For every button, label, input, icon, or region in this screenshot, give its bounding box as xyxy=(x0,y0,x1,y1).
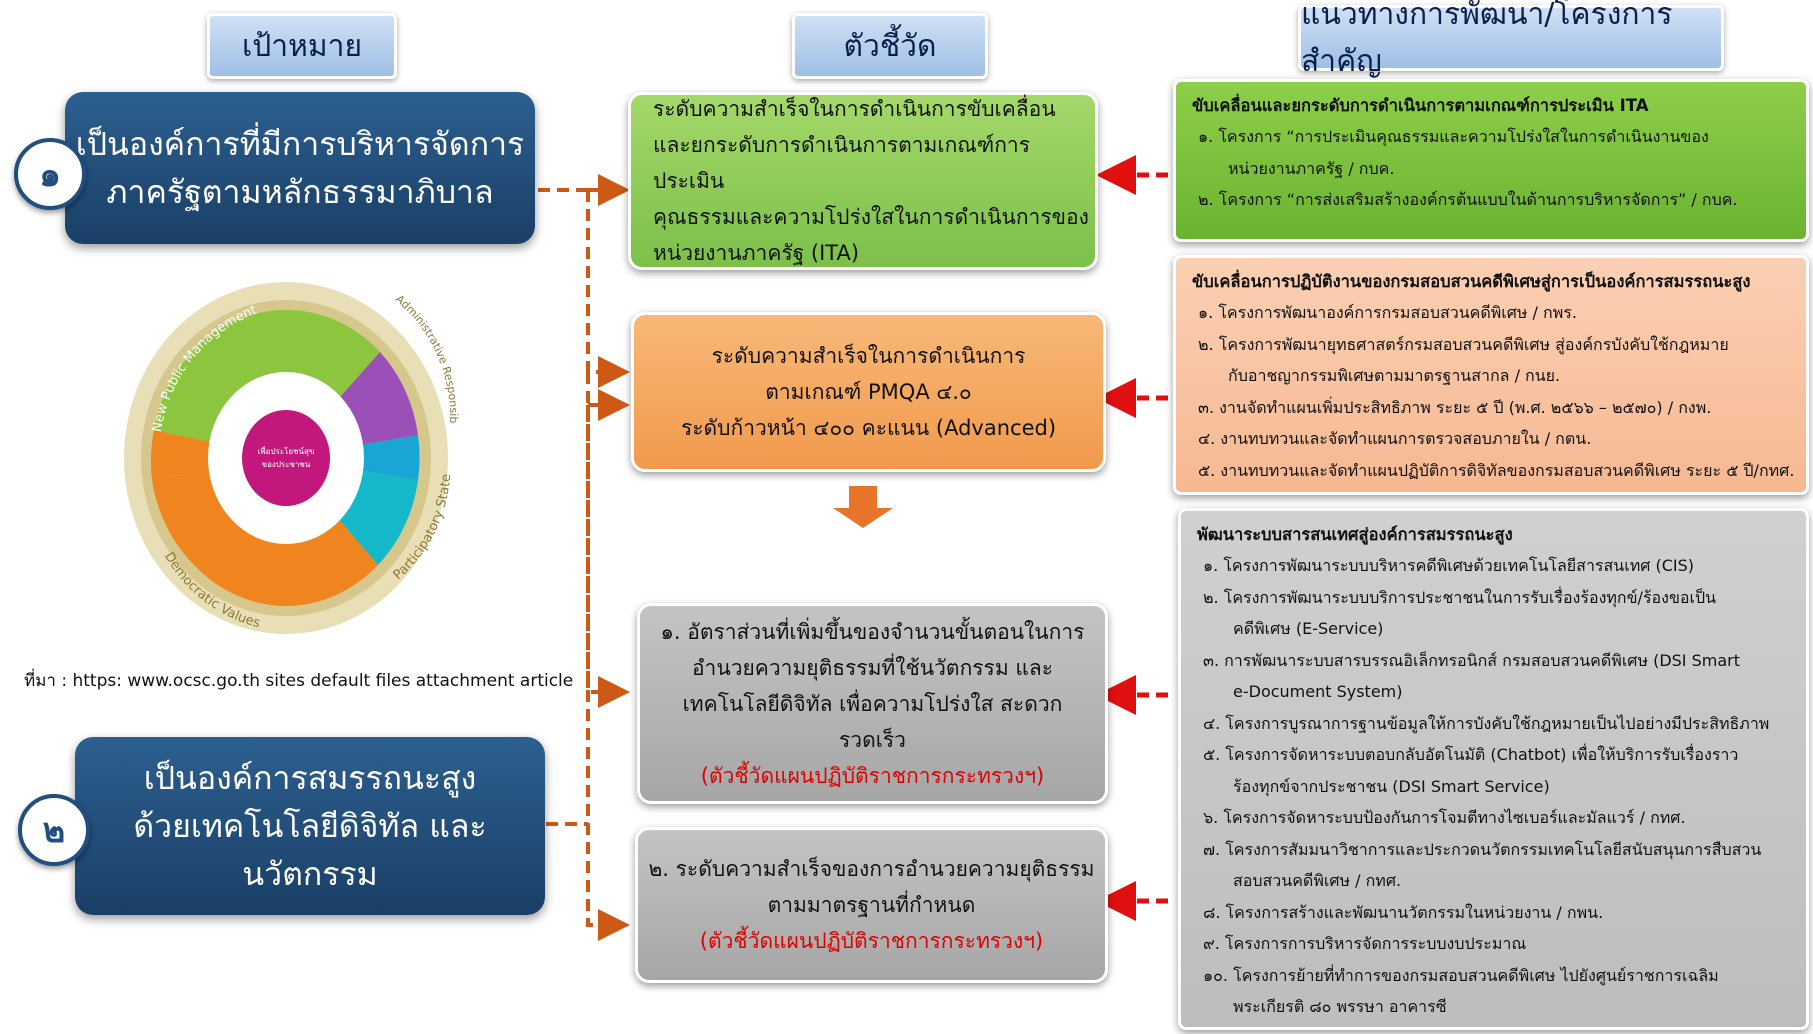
goal-1-line-1: เป็นองค์การที่มีการบริหารจัดการ xyxy=(75,125,525,163)
project-digital-item-2-cont: คดีพิเศษ (E-Service) xyxy=(1233,619,1384,638)
wheel-center-line-1: เพื่อประโยชน์สุข xyxy=(258,445,315,456)
project-digital-item-7: ๗. โครงการสัมมนาวิชาการและประกวดนวัตกรรม… xyxy=(1203,839,1762,859)
indicator-justice-line-1: ๒. ระดับความสำเร็จของการอำนวยความยุติธรร… xyxy=(648,857,1095,881)
wheel-center-line-2: ของประชาชน xyxy=(262,460,311,469)
goal-1-number: ๑ xyxy=(39,155,61,195)
indicator-digital-ratio-note: (ตัวชี้วัดแผนปฏิบัติราชการกระทรวงฯ) xyxy=(700,763,1045,788)
header-guideline-label: แนวทางการพัฒนา/โครงการสำคัญ xyxy=(1301,0,1673,79)
goal-2-line-2: ด้วยเทคโนโลยีดิจิทัล และนวัตกรรม xyxy=(133,807,487,893)
indicator-digital-ratio: ๑. อัตราส่วนที่เพิ่มขึ้นของจำนวนขั้นตอนใ… xyxy=(637,603,1108,804)
project-box-pmqa: ขับเคลื่อนการปฏิบัติงานของกรมสอบสวนคดีพิ… xyxy=(1173,255,1809,495)
project-pmqa-item-2-cont: กับอาชญากรรมพิเศษตามมาตรฐานสากล / กนย. xyxy=(1228,366,1561,385)
indicator-ita-line-1: ระดับความสำเร็จในการดำเนินการขับเคลื่อน xyxy=(653,97,1056,121)
indicator-digital-ratio-line-4: รวดเร็ว xyxy=(839,727,906,752)
indicator-digital-ratio-line-1: ๑. อัตราส่วนที่เพิ่มขึ้นของจำนวนขั้นตอนใ… xyxy=(660,619,1085,644)
indicator-ita-line-2: และยกระดับการดำเนินการตามเกณฑ์การประเมิน xyxy=(653,133,1030,193)
project-digital-item-9: ๙. โครงการการบริหารจัดการระบบงบประมาณ xyxy=(1203,934,1527,953)
project-pmqa-item-3: ๓. งานจัดทำแผนเพิ่มประสิทธิภาพ ระยะ ๕ ปี… xyxy=(1198,397,1712,417)
project-pmqa-item-2: ๒. โครงการพัฒนายุทธศาสตร์กรมสอบสวนคดีพิเ… xyxy=(1198,334,1729,354)
down-arrow-icon xyxy=(833,486,893,528)
indicator-pmqa-line-1: ระดับความสำเร็จในการดำเนินการ xyxy=(711,344,1026,368)
header-indicator: ตัวชี้วัด xyxy=(792,13,988,79)
project-box-digital-title: พัฒนาระบบสารสนเทศสู่องค์การสมรรถนะสูง xyxy=(1197,525,1513,544)
project-ita-item-1-cont: หน่วยงานภาครัฐ / กบค. xyxy=(1228,158,1395,178)
indicator-ita-line-4: หน่วยงานภาครัฐ (ITA) xyxy=(653,241,860,265)
project-digital-item-1: ๑. โครงการพัฒนาระบบบริหารคดีพิเศษด้วยเทค… xyxy=(1203,556,1695,575)
project-digital-item-4: ๔. โครงการบูรณาการฐานข้อมูลให้การบังคับใ… xyxy=(1203,713,1770,733)
header-goal-label: เป้าหมาย xyxy=(241,28,363,64)
header-goal: เป้าหมาย xyxy=(207,13,397,79)
indicator-pmqa: ระดับความสำเร็จในการดำเนินการ ตามเกณฑ์ P… xyxy=(631,312,1106,472)
project-digital-item-10: ๑๐. โครงการย้ายที่ทำการของกรมสอบสวนคดีพิ… xyxy=(1203,965,1719,985)
goal-2-line-1: เป็นองค์การสมรรถนะสูง xyxy=(143,759,477,797)
project-box-ita: ขับเคลื่อนและยกระดับการดำเนินการตามเกณฑ์… xyxy=(1173,79,1809,242)
indicator-justice-note: (ตัวชี้วัดแผนปฏิบัติราชการกระทรวงฯ) xyxy=(699,929,1044,953)
project-ita-item-1: ๑. โครงการ “การประเมินคุณธรรมและความโปร่… xyxy=(1198,127,1709,146)
indicator-justice-line-2: ตามมาตรฐานที่กำหนด xyxy=(767,893,976,917)
project-pmqa-item-4: ๔. งานทบทวนและจัดทำแผนการตรวจสอบภายใน / … xyxy=(1198,429,1592,448)
project-digital-item-10-cont: พระเกียรติ ๘๐ พรรษา อาคารซี xyxy=(1233,997,1447,1016)
goal-2-number-badge: ๒ xyxy=(18,794,90,866)
header-guideline: แนวทางการพัฒนา/โครงการสำคัญ xyxy=(1298,0,1724,79)
project-digital-item-3: ๓. การพัฒนาระบบสารบรรณอิเล็กทรอนิกส์ กรม… xyxy=(1203,650,1740,670)
indicator-ita-line-3: คุณธรรมและความโปร่งใสในการดำเนินการของ xyxy=(653,205,1089,229)
project-digital-item-7-cont: สอบสวนคดีพิเศษ / กทศ. xyxy=(1233,871,1402,890)
goal-2: เป็นองค์การสมรรถนะสูง ด้วยเทคโนโลยีดิจิท… xyxy=(75,737,545,915)
indicator-digital-ratio-line-3: เทคโนโลยีดิจิทัล เพื่อความโปร่งใส สะดวก xyxy=(682,691,1063,716)
goal-2-number: ๒ xyxy=(42,811,66,851)
project-box-pmqa-title: ขับเคลื่อนการปฏิบัติงานของกรมสอบสวนคดีพิ… xyxy=(1192,272,1751,291)
goal-1: เป็นองค์การที่มีการบริหารจัดการ ภาครัฐตา… xyxy=(65,92,535,244)
project-box-ita-title: ขับเคลื่อนและยกระดับการดำเนินการตามเกณฑ์… xyxy=(1192,96,1649,115)
project-digital-item-2: ๒. โครงการพัฒนาระบบบริการประชาชนในการรับ… xyxy=(1203,587,1717,607)
project-digital-item-6: ๖. โครงการจัดหาระบบป้องกันการโจมตีทางไซเ… xyxy=(1203,808,1686,827)
indicator-digital-ratio-line-2: อำนวยความยุติธรรมที่ใช้นวัตกรรม และ xyxy=(691,655,1054,680)
indicator-pmqa-line-3: ระดับก้าวหน้า ๔๐๐ คะแนน (Advanced) xyxy=(680,416,1057,440)
project-pmqa-item-1: ๑. โครงการพัฒนาองค์การกรมสอบสวนคดีพิเศษ … xyxy=(1198,303,1577,322)
header-indicator-label: ตัวชี้วัด xyxy=(843,28,937,64)
indicator-pmqa-line-2: ตามเกณฑ์ PMQA ๔.๐ xyxy=(765,380,972,404)
project-ita-item-2: ๒. โครงการ “การส่งเสริมสร้างองค์กรต้นแบบ… xyxy=(1198,190,1738,209)
project-digital-item-8: ๘. โครงการสร้างและพัฒนานวัตกรรมในหน่วยงา… xyxy=(1203,902,1604,922)
goal-1-number-badge: ๑ xyxy=(14,138,86,210)
indicator-justice-standard: ๒. ระดับความสำเร็จของการอำนวยความยุติธรร… xyxy=(635,827,1108,983)
indicator-ita: ระดับความสำเร็จในการดำเนินการขับเคลื่อน … xyxy=(628,92,1098,270)
project-digital-item-5-cont: ร้องทุกข์จากประชาชน (DSI Smart Service) xyxy=(1233,776,1550,796)
project-digital-item-3-cont: e-Document System) xyxy=(1233,682,1403,701)
project-box-digital: พัฒนาระบบสารสนเทศสู่องค์การสมรรถนะสูง ๑.… xyxy=(1178,508,1809,1030)
project-digital-item-5: ๕. โครงการจัดหาระบบตอบกลับอัตโนมัติ (Cha… xyxy=(1203,745,1739,764)
source-note: ที่มา : https: www.ocsc.go.th sites defa… xyxy=(24,671,574,691)
project-pmqa-item-5: ๕. งานทบทวนและจัดทำแผนปฏิบัติการดิจิทัลข… xyxy=(1198,460,1795,480)
goal-1-line-2: ภาครัฐตามหลักธรรมาภิบาล xyxy=(106,173,494,211)
